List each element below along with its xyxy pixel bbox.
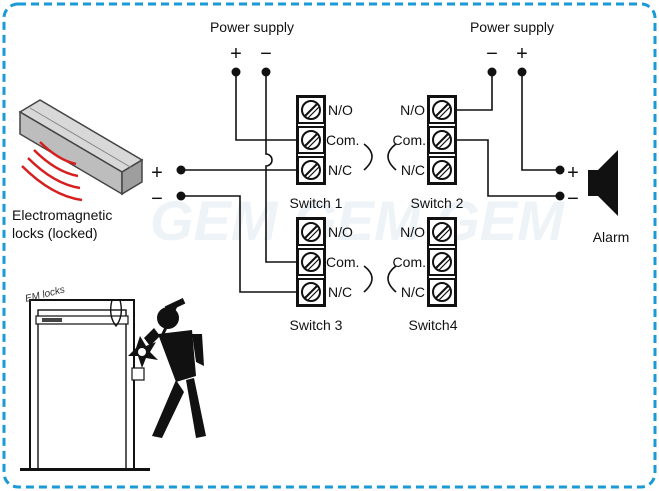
switch4-com-label: Com.: [393, 254, 426, 270]
intruder-icon: [144, 298, 206, 438]
switch-2-label: Switch 2: [411, 195, 464, 211]
electromagnetic-lock-icon: [18, 99, 144, 196]
alarm-plus-sign: +: [567, 162, 579, 184]
switch-3-block: [296, 217, 326, 307]
left-supply-plus: +: [230, 43, 242, 65]
lock-label-line-2: locks (locked): [12, 225, 98, 241]
alarm-speaker-icon: [588, 150, 618, 216]
lock-label-line-1: Electromagnetic: [12, 207, 112, 223]
switch-4-label: Switch4: [408, 317, 457, 333]
switch-2-block: [427, 95, 457, 185]
right-supply-minus: −: [486, 43, 498, 65]
power-supply-right-label: Power supply: [470, 19, 554, 35]
alarm-plus-terminal: [555, 165, 565, 175]
switch3-com-label: Com.: [326, 254, 359, 270]
lock-plus-sign: +: [151, 162, 163, 184]
switch2-com-label: Com.: [393, 132, 426, 148]
impact-flash-icon: [128, 336, 158, 381]
door-icon: [20, 299, 150, 471]
switch-3-label: Switch 3: [290, 317, 343, 333]
switch1-no-label: N/O: [328, 102, 353, 118]
switch1-com-label: Com.: [326, 132, 359, 148]
switch4-no-label: N/O: [400, 224, 425, 240]
contact-arcs: [363, 143, 397, 293]
switch2-no-label: N/O: [400, 102, 425, 118]
watermark: GEM GEM GEM: [150, 189, 565, 252]
switch-1-label: Switch 1: [290, 195, 343, 211]
lock-plus-terminal: [176, 165, 186, 175]
switch4-nc-label: N/C: [401, 284, 425, 300]
power-supply-left-label: Power supply: [210, 19, 294, 35]
lock-minus-sign: −: [151, 188, 163, 210]
switch3-no-label: N/O: [328, 224, 353, 240]
switch3-nc-label: N/C: [328, 284, 352, 300]
magnetic-field-waves: [21, 141, 83, 202]
lock-minus-terminal: [176, 191, 186, 201]
alarm-label: Alarm: [593, 229, 630, 245]
alarm-minus-terminal: [555, 191, 565, 201]
switch1-nc-label: N/C: [328, 162, 352, 178]
switch2-nc-label: N/C: [401, 162, 425, 178]
wires: [181, 72, 560, 293]
alarm-minus-sign: −: [567, 188, 579, 210]
left-supply-minus: −: [260, 43, 272, 65]
right-supply-plus: +: [516, 43, 528, 65]
switch-1-block: [296, 95, 326, 185]
switch-4-block: [427, 217, 457, 307]
